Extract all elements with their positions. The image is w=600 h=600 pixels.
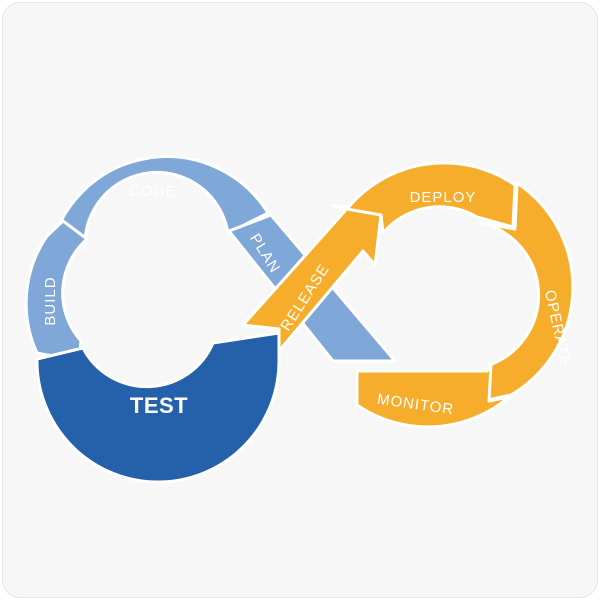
code-label: CODE — [129, 183, 176, 200]
release-segment — [241, 203, 383, 353]
build-segment — [24, 219, 89, 363]
test-segment — [35, 331, 281, 484]
deploy-label: DEPLOY — [410, 189, 477, 206]
build-label: BUILD — [42, 276, 59, 325]
devops-infinity-diagram: CODE BUILD TEST PLAN RELEASE DEPLOY OPER… — [24, 155, 575, 484]
deploy-segment — [345, 161, 517, 235]
monitor-segment — [355, 363, 511, 429]
code-segment — [48, 155, 270, 255]
test-label: TEST — [130, 393, 188, 418]
